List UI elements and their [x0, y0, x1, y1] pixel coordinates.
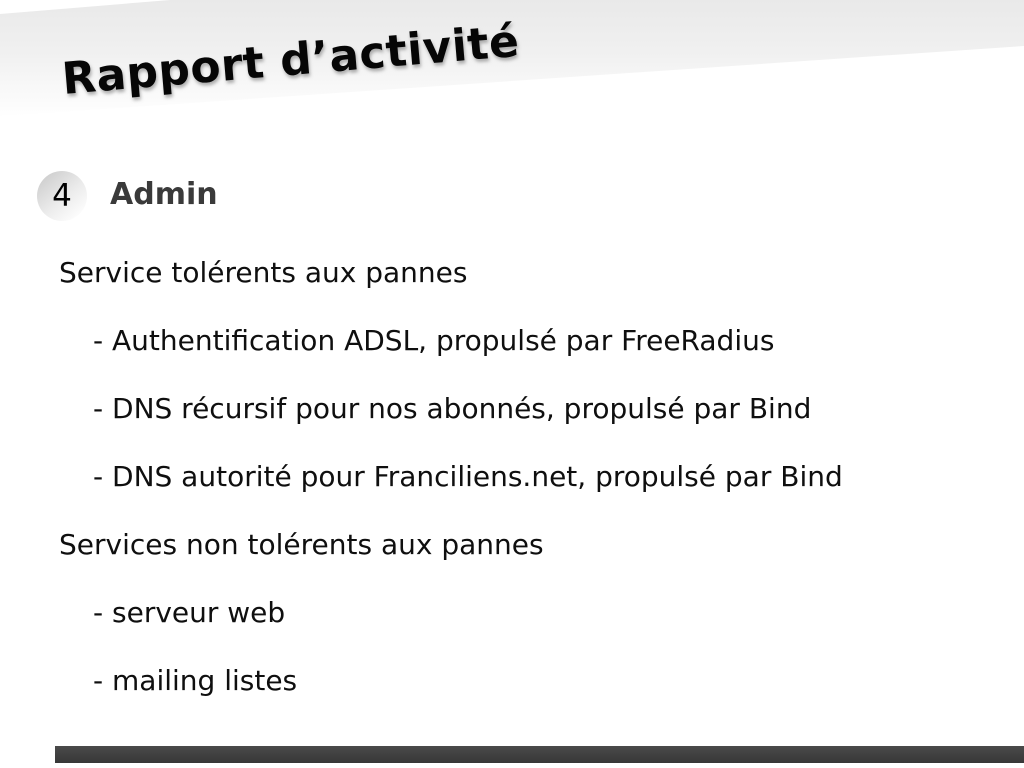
- bullet-item: - mailing listes: [93, 664, 298, 697]
- bullet-item: - Authentification ADSL, propulsé par Fr…: [93, 324, 775, 357]
- section-number: 4: [52, 178, 72, 214]
- group-heading: Services non tolérents aux pannes: [59, 528, 544, 561]
- group-heading: Service tolérents aux pannes: [59, 256, 468, 289]
- footer-bar: [55, 746, 1024, 763]
- bullet-item: - DNS autorité pour Franciliens.net, pro…: [93, 460, 843, 493]
- section-number-badge: 4: [37, 171, 87, 221]
- bullet-item: - serveur web: [93, 596, 286, 629]
- section-title: Admin: [110, 177, 218, 212]
- bullet-item: - DNS récursif pour nos abonnés, propuls…: [93, 392, 812, 425]
